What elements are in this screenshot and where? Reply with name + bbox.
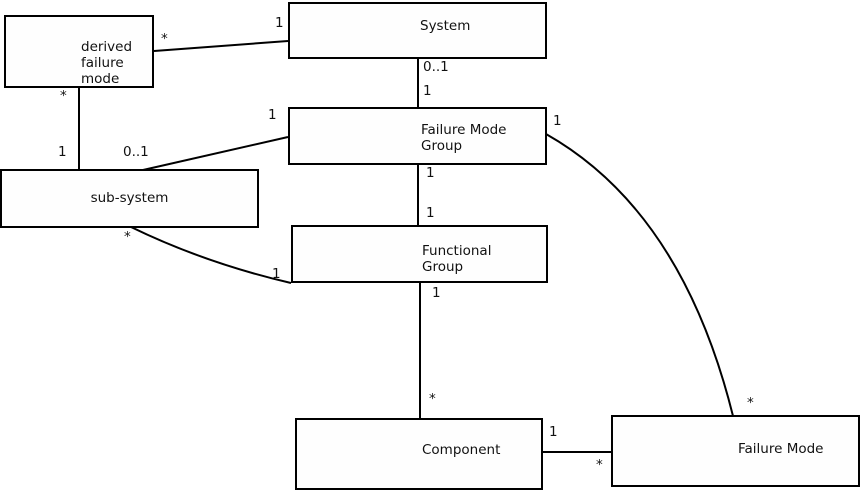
entity-derived-failure-mode: derived failure mode: [4, 15, 154, 88]
connector-sub-system-failure-mode-group: [142, 136, 289, 171]
multiplicity-derived-failure-mode-system-one: 1: [275, 15, 284, 31]
multiplicity-derived-failure-mode-sub-system-one: 1: [58, 144, 67, 160]
entity-label-line: sub-system: [90, 190, 169, 206]
entity-label-line: System: [420, 18, 471, 34]
multiplicity-system-failure-mode-group-zero-one: 0..1: [423, 59, 449, 75]
entity-failure-mode: Failure Mode: [611, 415, 860, 487]
entity-label-line: Group: [422, 259, 464, 275]
entity-sub-system: sub-system: [0, 169, 259, 228]
entity-failure-mode-group: Failure Mode Group: [288, 107, 547, 165]
connector-derived-failure-mode-system: [153, 40, 289, 52]
multiplicity-component-failure-mode-star: *: [596, 457, 603, 473]
connector-sub-system-functional-group: [130, 226, 292, 284]
entity-label-line: Failure Mode: [421, 122, 507, 138]
multiplicity-sub-system-failure-mode-group-one: 1: [268, 107, 277, 123]
entity-derived-failure-mode-label: derived failure mode: [81, 39, 132, 87]
entity-label-line: Functional: [422, 243, 492, 259]
multiplicity-sub-system-functional-group-star: *: [124, 229, 131, 245]
entity-label-line: failure: [81, 55, 124, 71]
multiplicity-sub-system-failure-mode-group-zero-one: 0..1: [123, 144, 149, 160]
entity-sub-system-label: sub-system: [2, 190, 257, 206]
entity-system: System: [288, 2, 547, 59]
entity-label-line: Failure Mode: [738, 441, 824, 457]
entity-failure-mode-group-label: Failure Mode Group: [421, 122, 507, 154]
multiplicity-failure-mode-group-failure-mode-star: *: [747, 395, 754, 411]
connector-failure-mode-group-failure-mode: [545, 133, 734, 417]
entity-functional-group: Functional Group: [291, 225, 548, 283]
entity-label-line: mode: [81, 71, 120, 87]
multiplicity-functional-group-component-one: 1: [432, 285, 441, 301]
multiplicity-derived-failure-mode-sub-system-star: *: [60, 88, 67, 104]
multiplicity-failure-mode-group-failure-mode-one: 1: [553, 113, 562, 129]
entity-label-line: derived: [81, 39, 133, 55]
entity-label-line: Group: [421, 138, 463, 154]
multiplicity-component-failure-mode-one: 1: [549, 424, 558, 440]
entity-component: Component: [295, 418, 543, 490]
multiplicity-system-failure-mode-group-one: 1: [423, 83, 432, 99]
entity-system-label: System: [420, 18, 470, 34]
entity-functional-group-label: Functional Group: [422, 243, 491, 275]
multiplicity-derived-failure-mode-system-star: *: [161, 31, 168, 47]
entity-failure-mode-label: Failure Mode: [738, 441, 824, 457]
multiplicity-failure-mode-group-functional-group-one-bottom: 1: [426, 205, 435, 221]
entity-label-line: Component: [422, 442, 501, 458]
multiplicity-failure-mode-group-functional-group-one-top: 1: [426, 165, 435, 181]
entity-component-label: Component: [422, 442, 500, 458]
multiplicity-sub-system-functional-group-one: 1: [272, 266, 281, 282]
multiplicity-functional-group-component-star: *: [429, 391, 436, 407]
